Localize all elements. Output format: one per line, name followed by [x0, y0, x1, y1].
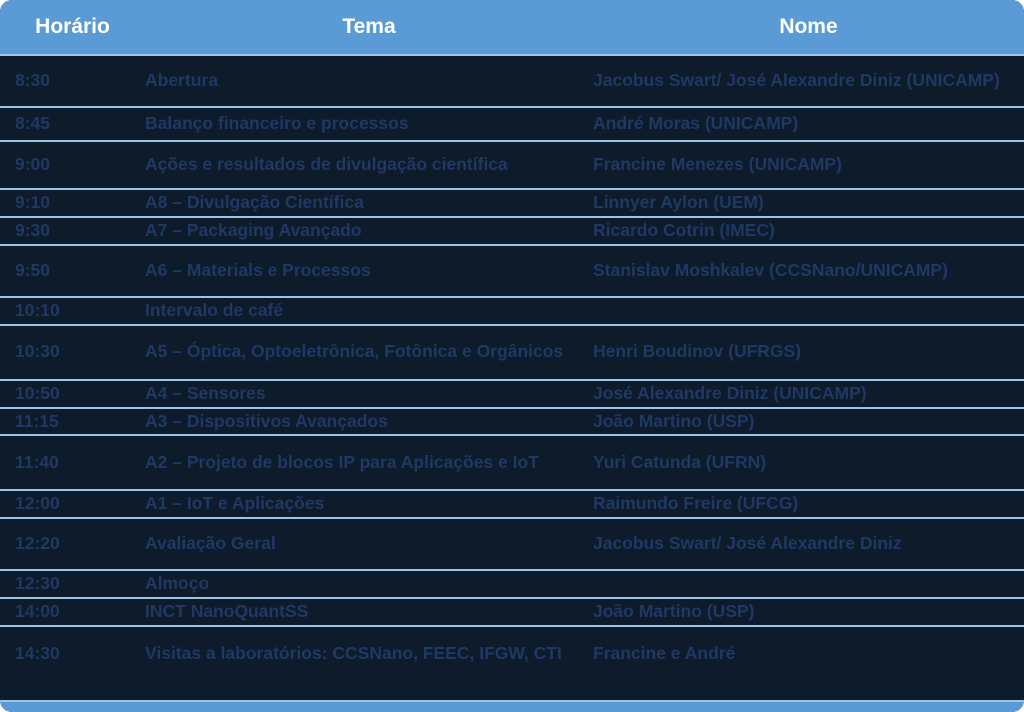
- header-topic: Tema: [342, 15, 396, 38]
- table-row: 9:30 A7 – Packaging Avançado Ricardo Cot…: [0, 215, 1024, 244]
- name-cell: João Martino (USP): [593, 410, 755, 431]
- time-cell: 9:30: [15, 219, 51, 240]
- table-row: 14:00 INCT NanoQuantSS João Martino (USP…: [0, 597, 1024, 625]
- name-cell: Francine e André: [593, 642, 736, 663]
- topic-cell: A3 – Dispositivos Avançados: [145, 410, 388, 431]
- table-row: 10:30 A5 – Óptica, Optoeletrônica, Fotôn…: [0, 323, 1024, 379]
- table-row: 9:10 A8 – Divulgação Científica Linnyer …: [0, 188, 1024, 216]
- table-row: 8:45 Balanço financeiro e processos Andr…: [0, 106, 1024, 140]
- time-cell: 10:30: [15, 341, 60, 362]
- topic-cell: Visitas a laboratórios: CCSNano, FEEC, I…: [145, 642, 562, 663]
- topic-cell: Abertura: [145, 70, 218, 91]
- table-row: 11:15 A3 – Dispositivos Avançados João M…: [0, 406, 1024, 435]
- table-row: 12:20 Avaliação Geral Jacobus Swart/ Jos…: [0, 517, 1024, 569]
- time-cell: 10:50: [15, 382, 60, 403]
- table-row: 12:30 Almoço: [0, 569, 1024, 597]
- time-cell: 11:40: [15, 451, 59, 472]
- table-row: 8:30 Abertura Jacobus Swart/ José Alexan…: [0, 54, 1024, 106]
- time-cell: 11:15: [15, 410, 59, 431]
- topic-cell: A4 – Sensores: [145, 382, 266, 403]
- time-cell: 14:00: [15, 601, 60, 622]
- name-cell: Ricardo Cotrin (IMEC): [593, 219, 775, 240]
- time-cell: 8:30: [15, 70, 51, 91]
- table-row: 12:00 A1 – IoT e Aplicações Raimundo Fre…: [0, 489, 1024, 517]
- name-cell: João Martino (USP): [593, 601, 755, 622]
- topic-cell: INCT NanoQuantSS: [145, 601, 309, 622]
- name-cell: Yuri Catunda (UFRN): [593, 451, 767, 472]
- table-row: 9:50 A6 – Materials e Processos Stanisla…: [0, 243, 1024, 296]
- topic-cell: Balanço financeiro e processos: [145, 113, 409, 134]
- topic-cell: Ações e resultados de divulgação científ…: [145, 154, 508, 175]
- table-header-row: Horário Tema Nome: [0, 0, 1024, 54]
- name-cell: André Moras (UNICAMP): [593, 113, 799, 134]
- time-cell: 12:30: [15, 573, 60, 594]
- time-cell: 14:30: [15, 642, 60, 663]
- topic-cell: Almoço: [145, 573, 210, 594]
- name-cell: Linnyer Aylon (UEM): [593, 192, 764, 212]
- topic-cell: A7 – Packaging Avançado: [145, 219, 362, 240]
- time-cell: 12:20: [15, 533, 60, 554]
- topic-cell: A5 – Óptica, Optoeletrônica, Fotônica e …: [145, 341, 564, 362]
- name-cell: Raimundo Freire (UFCG): [593, 493, 799, 514]
- topic-cell: Avaliação Geral: [145, 533, 276, 554]
- topic-cell: A2 – Projeto de blocos IP para Aplicaçõe…: [145, 451, 539, 472]
- name-cell: Henri Boudinov (UFRGS): [593, 341, 802, 362]
- topic-cell: A1 – IoT e Aplicações: [145, 493, 325, 514]
- name-cell: [593, 582, 1024, 586]
- time-cell: 8:45: [15, 113, 51, 134]
- header-time: Horário: [35, 15, 110, 38]
- name-cell: Jacobus Swart/ José Alexandre Diniz: [593, 533, 902, 554]
- table-row: 10:10 Intervalo de café: [0, 295, 1024, 324]
- topic-cell: A6 – Materials e Processos: [145, 259, 371, 280]
- name-cell: Jacobus Swart/ José Alexandre Diniz (UNI…: [593, 70, 1000, 91]
- header-name: Nome: [779, 15, 838, 38]
- topic-cell: Intervalo de café: [145, 299, 284, 320]
- time-cell: 9:10: [15, 192, 51, 212]
- table-row: 11:40 A2 – Projeto de blocos IP para Apl…: [0, 434, 1024, 489]
- time-cell: 9:00: [15, 154, 51, 175]
- time-cell: 10:10: [15, 299, 60, 320]
- time-cell: 9:50: [15, 259, 51, 280]
- bottom-bar: [0, 700, 1024, 712]
- name-cell: Stanislav Moshkalev (CCSNano/UNICAMP): [593, 259, 948, 280]
- topic-cell: A8 – Divulgação Científica: [145, 192, 364, 212]
- table-row: 9:00 Ações e resultados de divulgação ci…: [0, 140, 1024, 188]
- name-cell: [593, 309, 1024, 313]
- table-row: 10:50 A4 – Sensores José Alexandre Diniz…: [0, 378, 1024, 407]
- name-cell: José Alexandre Diniz (UNICAMP): [593, 382, 867, 403]
- time-cell: 12:00: [15, 493, 60, 514]
- name-cell: Francine Menezes (UNICAMP): [593, 154, 842, 175]
- table-row: 14:30 Visitas a laboratórios: CCSNano, F…: [0, 625, 1024, 680]
